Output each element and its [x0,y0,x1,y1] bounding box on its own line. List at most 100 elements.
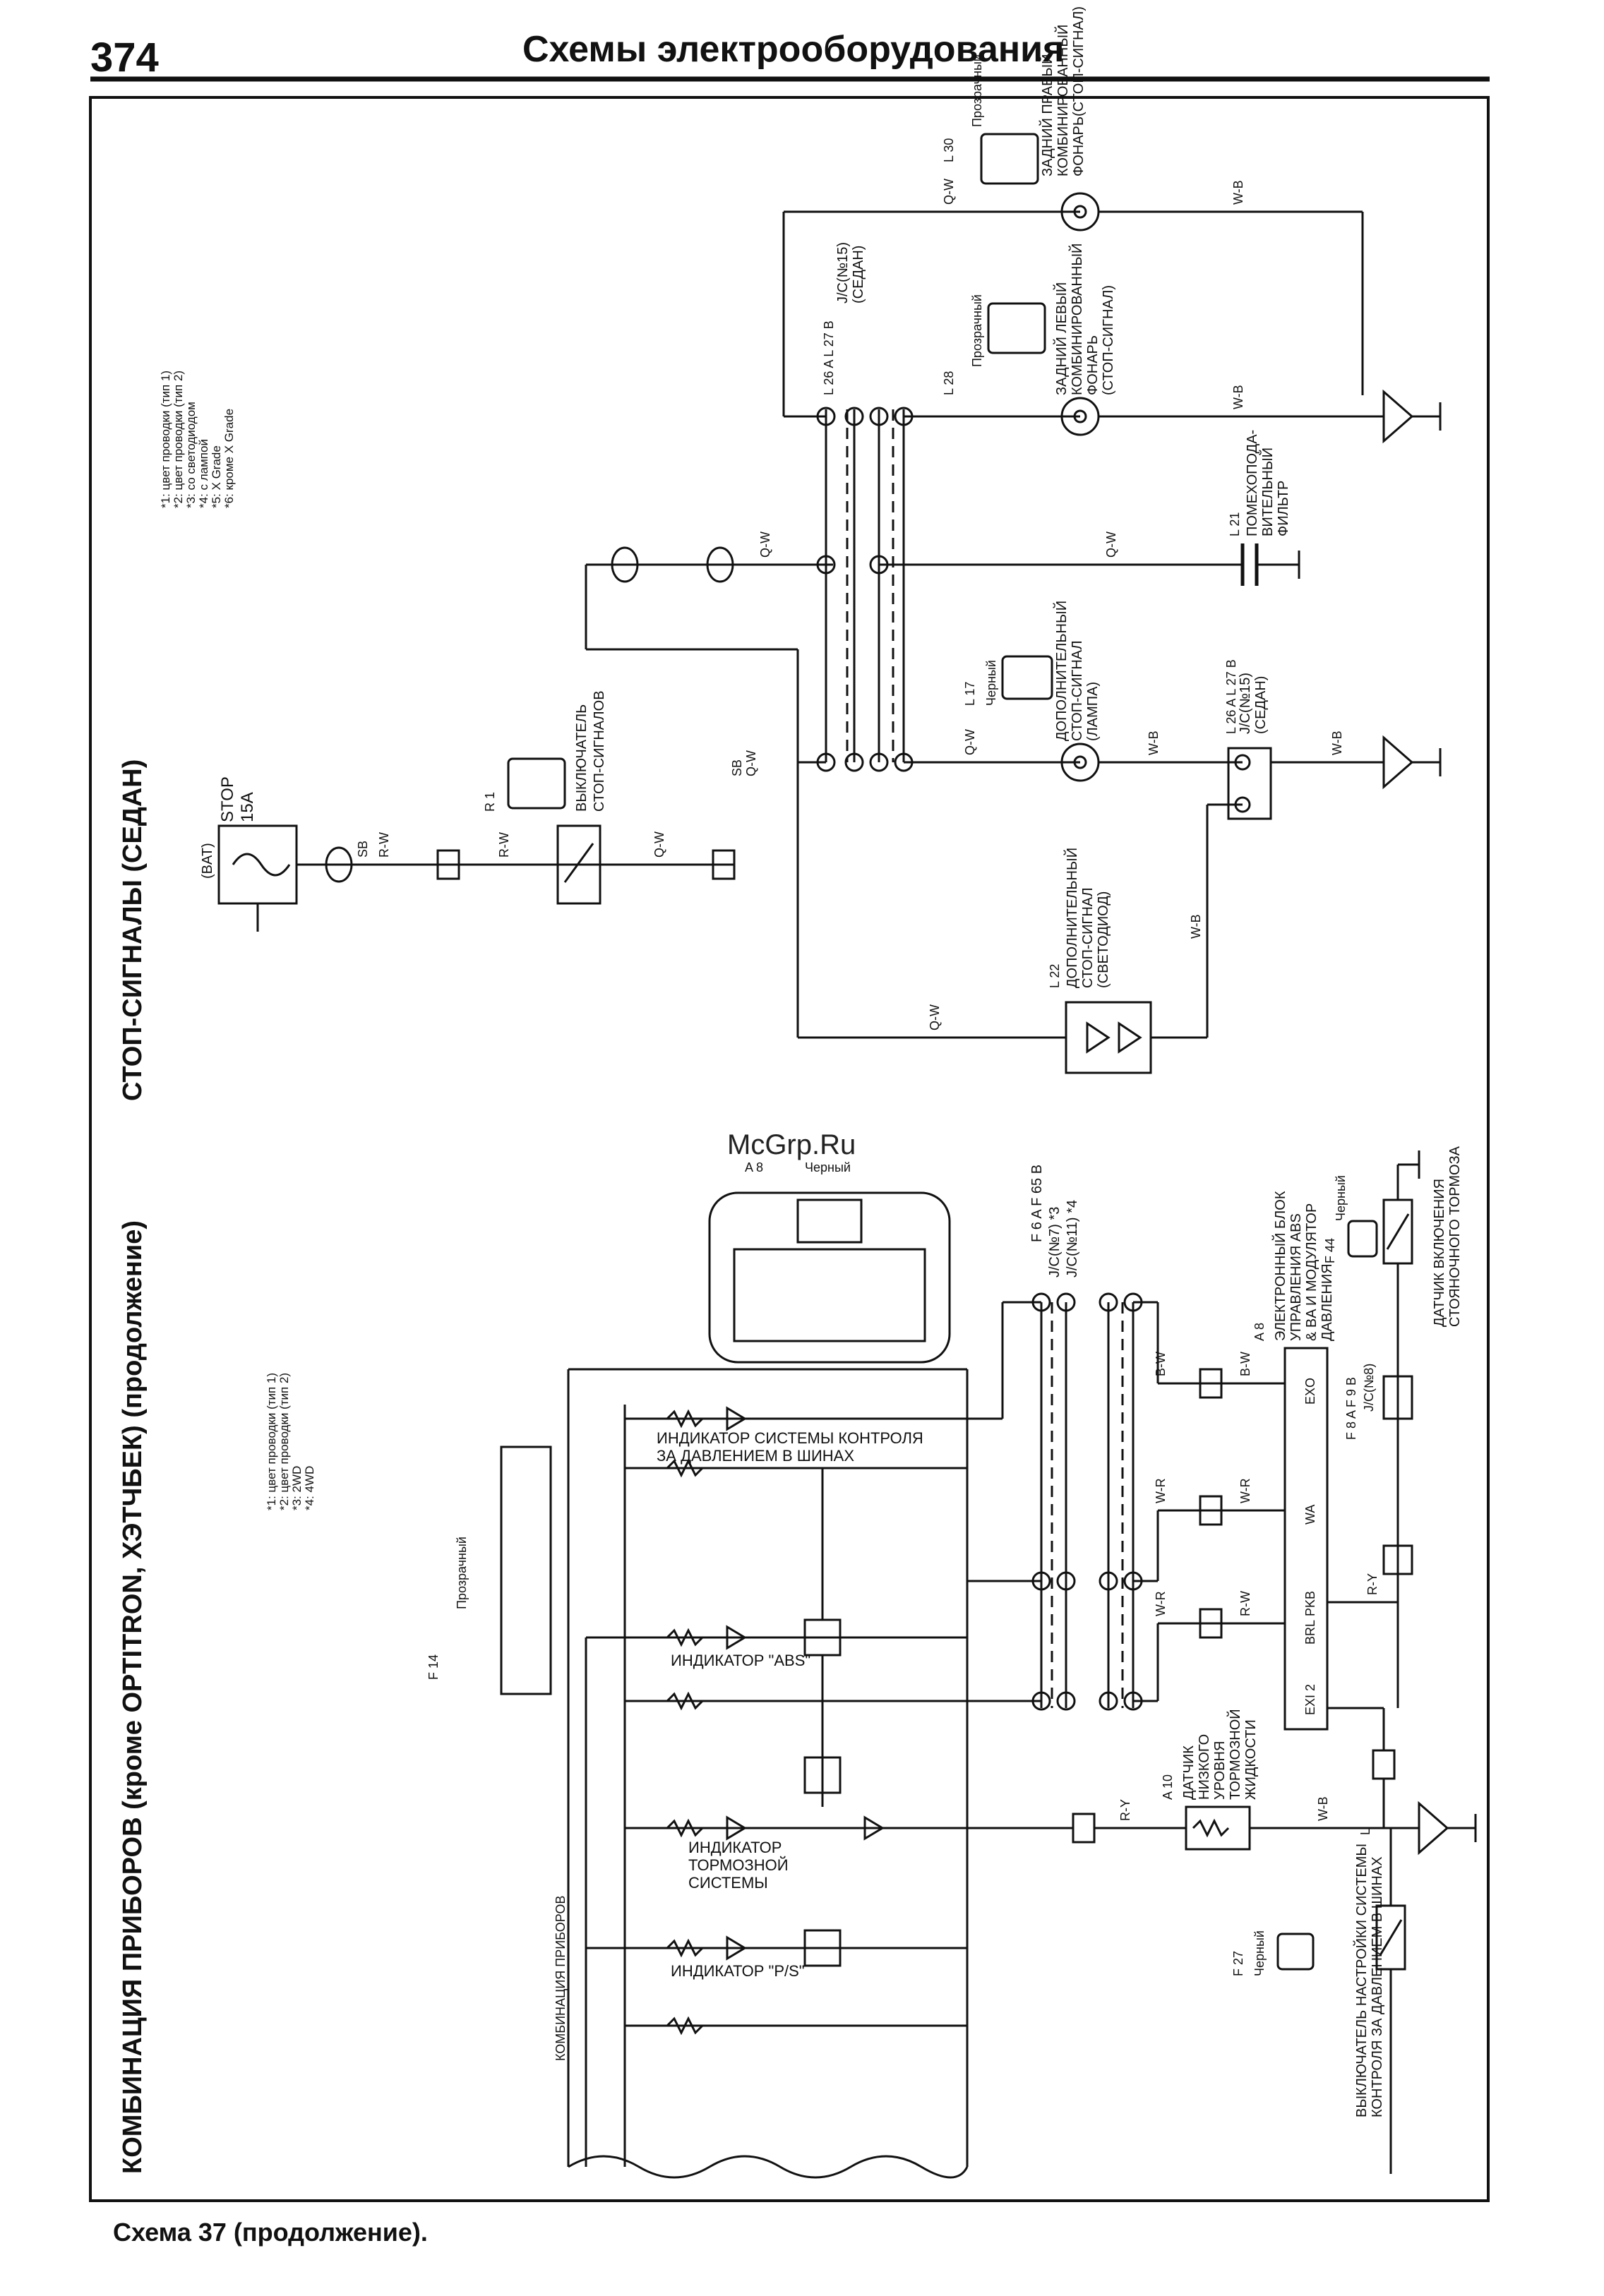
figure-caption: Схема 37 (продолжение). [113,2218,428,2247]
brake-fluid-sensor: A 10 ДАТЧИК НИЗКОГО УРОВНЯ ТОРМОЗНОЙ ЖИД… [1161,1709,1259,1851]
svg-text:W-B: W-B [1189,914,1203,939]
svg-text:PKB: PKB [1303,1591,1317,1616]
svg-text:F 27: F 27 [1231,1951,1245,1976]
page-number: 374 [90,35,159,80]
svg-text:EXO: EXO [1303,1378,1317,1405]
stop-light-switch: R 1 ВЫКЛЮЧАТЕЛЬ СТОП-СИГНАЛОВ [483,690,607,905]
svg-text:R-W: R-W [1238,1591,1252,1616]
svg-text:F 44: F 44 [1323,1238,1337,1263]
ground-l5 [1382,389,1442,444]
svg-text:*2: цвет проводки (тип 2): *2: цвет проводки (тип 2) [172,371,185,508]
ind-tire-label-2: ЗА ДАВЛЕНИЕМ В ШИНАХ [657,1447,854,1465]
svg-text:R-W: R-W [497,832,511,858]
connector-af3-brake [1072,1813,1096,1844]
svg-text:F 14: F 14 [426,1654,441,1680]
svg-text:EXI 2: EXI 2 [1303,1684,1317,1715]
extra-stop-lamp: ДОПОЛНИТЕЛЬНЫЙ СТОП-СИГНАЛ (ЛАМПА) [1053,601,1101,782]
svg-text:Черный: Черный [1334,1175,1348,1221]
connector-l17-icon [1001,655,1053,700]
svg-text:Прозрачный: Прозрачный [970,54,984,127]
svg-text:R-Y: R-Y [1118,1799,1132,1821]
svg-text:L 26 A L 27 B: L 26 A L 27 B [1224,659,1238,734]
svg-text:WA: WA [1303,1505,1317,1525]
svg-text:F 6 A F 65 B: F 6 A F 65 B [1029,1165,1045,1242]
svg-text:R 1: R 1 [483,792,497,812]
svg-text:Q-W: Q-W [758,531,772,558]
svg-text:Прозрачный: Прозрачный [455,1537,469,1609]
svg-text:A 8: A 8 [1252,1323,1267,1341]
svg-text:СТОП-СИГНАЛ: СТОП-СИГНАЛ [1080,887,1096,988]
svg-text:J/C(№7) *3: J/C(№7) *3 [1047,1207,1063,1278]
notes-top: *1: цвет проводки (тип 1) *2: цвет прово… [159,371,236,508]
connector-f44-icon [1347,1220,1378,1258]
svg-text:СТОП-СИГНАЛ: СТОП-СИГНАЛ [1070,640,1085,741]
ind-brake-label-2: ТОРМОЗНОЙ [688,1856,789,1874]
watermark: McGrp.Ru [727,1129,856,1160]
svg-text:Q-W: Q-W [963,729,977,755]
svg-text:УПРАВЛЕНИЯ ABS: УПРАВЛЕНИЯ ABS [1288,1213,1304,1341]
svg-text:ДАВЛЕНИЯ: ДАВЛЕНИЯ [1319,1263,1335,1341]
svg-text:W-B: W-B [1147,731,1161,755]
svg-text:R-W: R-W [377,832,391,858]
tire-pressure-switch: ВЫКЛЮЧАТЕЛЬ НАСТРОЙКИ СИСТЕМЫ КОНТРОЛЯ З… [1353,1844,1406,2117]
svg-text:L 26 A L 27 B: L 26 A L 27 B [822,320,836,395]
svg-text:STOP: STOP [218,776,237,822]
svg-text:ДАТЧИК ВКЛЮЧЕНИЯ: ДАТЧИК ВКЛЮЧЕНИЯ [1432,1179,1447,1327]
svg-text:J/C(№11) *4: J/C(№11) *4 [1065,1200,1080,1278]
svg-text:(СЕДАН): (СЕДАН) [851,246,866,303]
svg-text:*2: цвет проводки (тип 2): *2: цвет проводки (тип 2) [277,1373,291,1510]
svg-text:L 22: L 22 [1048,964,1062,988]
svg-text:КОМБИНИРОВАННЫЙ: КОМБИНИРОВАННЫЙ [1054,25,1071,176]
svg-text:(СТОП-СИГНАЛ): (СТОП-СИГНАЛ) [1101,285,1116,395]
svg-text:Черный: Черный [984,660,998,706]
ind-brake-label-3: СИСТЕМЫ [688,1874,768,1892]
junction-connector-15-bottom: J/C(№15) (СЕДАН) L 26 A L 27 B [1224,659,1272,820]
svg-text:Черный: Черный [805,1160,851,1174]
svg-text:Q-W: Q-W [1104,531,1118,558]
fuse-stop: (BAT) STOP 15A [200,776,298,905]
connector-l30-icon [980,133,1039,185]
connector-af3-12 [1372,1749,1396,1780]
svg-text:SB: SB [730,759,744,776]
svg-text:A 8: A 8 [745,1160,763,1174]
svg-text:(СВЕТОДИОД): (СВЕТОДИОД) [1096,891,1111,988]
svg-text:*5: X Grade: *5: X Grade [210,445,223,508]
svg-text:*1: цвет проводки (тип 1): *1: цвет проводки (тип 1) [265,1373,278,1510]
junction-connector-8 [1382,1375,1413,1420]
svg-text:ЭЛЕКТРОННЫЙ БЛОК: ЭЛЕКТРОННЫЙ БЛОК [1271,1191,1288,1341]
svg-text:(СЕДАН): (СЕДАН) [1253,676,1269,734]
ind-ps-label: ИНДИКАТОР "P/S" [671,1962,805,1980]
section-title-stop: СТОП-СИГНАЛЫ (СЕДАН) [118,759,148,1101]
svg-text:W-B: W-B [1330,731,1344,755]
abs-ecu: EXO WA BRL PKB EXI 2 A 8 ЭЛЕКТРОННЫЙ БЛО… [1252,1191,1335,1731]
svg-text:BRL: BRL [1303,1620,1317,1645]
switch-connector-icon [507,757,566,810]
svg-text:ФОНАРЬ(СТОП-СИГНАЛ): ФОНАРЬ(СТОП-СИГНАЛ) [1071,6,1087,176]
svg-text:Прозрачный: Прозрачный [970,294,984,367]
svg-text:W-R: W-R [1238,1478,1252,1503]
svg-text:Черный: Черный [1252,1930,1267,1976]
svg-text:(ЛАМПА): (ЛАМПА) [1085,682,1101,741]
svg-text:ДАТЧИК: ДАТЧИК [1181,1745,1197,1800]
svg-text:КОМБИНАЦИЯ ПРИБОРОВ: КОМБИНАЦИЯ ПРИБОРОВ [553,1896,568,2061]
svg-text:ЖИДКОСТИ: ЖИДКОСТИ [1243,1719,1259,1800]
ind-tire-label-1: ИНДИКАТОР СИСТЕМЫ КОНТРОЛЯ [657,1429,923,1447]
svg-text:ФИЛЬТР: ФИЛЬТР [1276,481,1291,536]
svg-text:Q-W: Q-W [942,179,956,205]
svg-text:ВЫКЛЮЧАТЕЛЬ НАСТРОЙКИ СИСТЕМЫ: ВЫКЛЮЧАТЕЛЬ НАСТРОЙКИ СИСТЕМЫ [1353,1844,1370,2117]
svg-text:СТОЯНОЧНОГО ТОРМОЗА: СТОЯНОЧНОГО ТОРМОЗА [1447,1146,1463,1327]
rear-right-lamp: ЗАДНИЙ ПРАВЫЙ КОМБИНИРОВАННЫЙ ФОНАРЬ(СТО… [1039,6,1100,232]
svg-text:W-B: W-B [1231,385,1245,409]
page-title: Схемы электрооборудования [522,29,1065,70]
svg-text:B-W: B-W [1154,1352,1168,1376]
connector-l28-icon [987,302,1046,354]
notes-bottom: *1: цвет проводки (тип 1) *2: цвет прово… [265,1373,316,1510]
combination-meter: КОМБИНАЦИЯ ПРИБОРОВ [553,1368,969,2179]
svg-text:SB: SB [356,841,370,858]
svg-text:*3: 2WD: *3: 2WD [290,1466,304,1510]
connector-f27-icon [1276,1933,1315,1971]
svg-text:КОНТРОЛЯ ЗА ДАВЛЕНИЕМ В ШИНАХ: КОНТРОЛЯ ЗА ДАВЛЕНИЕМ В ШИНАХ [1370,1856,1385,2117]
svg-text:L 21: L 21 [1228,512,1242,536]
section-title-combo: КОМБИНАЦИЯ ПРИБОРОВ (кроме OPTITRON, ХЭТ… [118,1220,148,2174]
